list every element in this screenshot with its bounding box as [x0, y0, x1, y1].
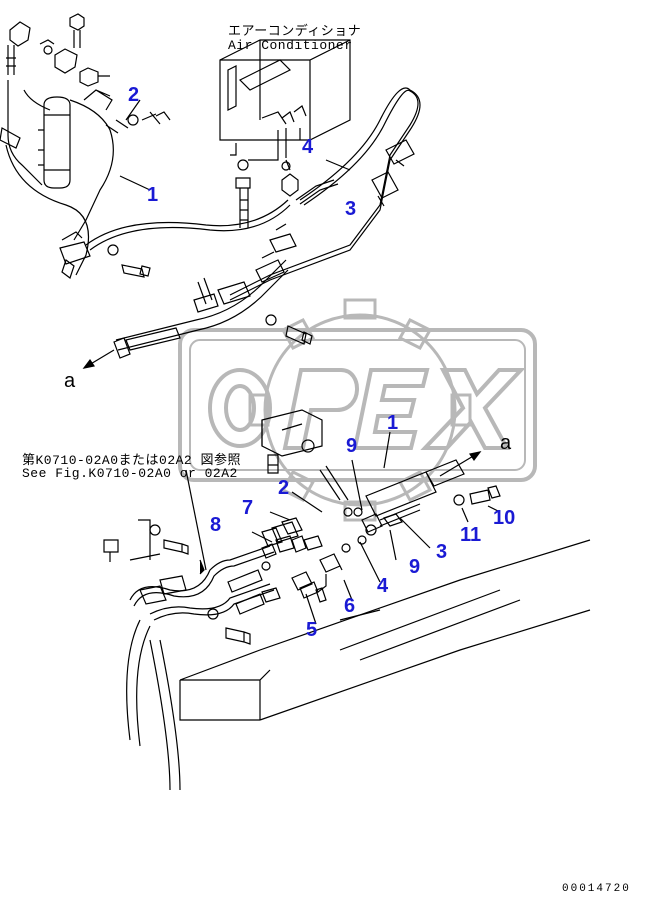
callout-number: 6 [344, 595, 356, 617]
callout-number: 7 [242, 497, 254, 519]
drawing-code: 00014720 [562, 883, 631, 895]
reference-note-en: See Fig.K0710-02A0 or 02A2 [22, 466, 238, 481]
callout-number: 4 [302, 136, 314, 158]
callout-number: 10 [493, 507, 516, 529]
callout-number: 11 [460, 524, 482, 546]
callout-number: 4 [377, 575, 389, 597]
callout-number: 3 [345, 198, 357, 220]
callout-number: 3 [436, 541, 448, 563]
air-conditioner-label-jp: エアーコンディショナ [228, 24, 362, 39]
callout-number: 1 [147, 184, 159, 206]
callout-number: 8 [210, 514, 222, 536]
callout-number: 2 [278, 477, 290, 499]
arrow-label-a-right: a [500, 432, 512, 454]
reference-note-jp: 第K0710-02A0または02A2 図参照 [22, 453, 242, 468]
watermark-logo [178, 298, 537, 522]
callout-number: 9 [409, 556, 421, 578]
callout-number: 2 [128, 84, 140, 106]
parts-linework [0, 13, 591, 791]
callout-number: 1 [387, 412, 399, 434]
callout-number: 5 [306, 619, 318, 641]
air-conditioner-label-en: Air Conditioner [228, 38, 353, 53]
callout-number: 9 [346, 435, 358, 457]
arrow-label-a-left: a [64, 370, 76, 392]
